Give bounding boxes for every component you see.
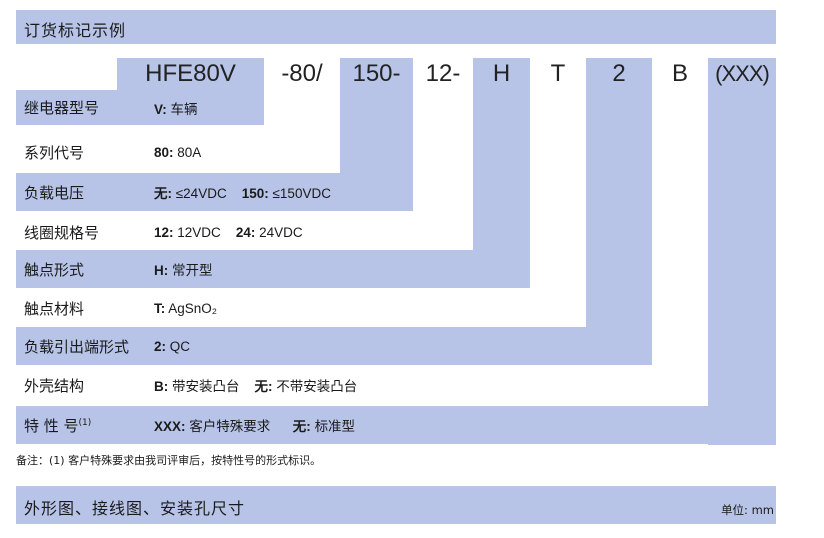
- row-label: 外壳结构: [24, 376, 85, 395]
- code-column-contact-form: [473, 58, 530, 287]
- row-series-code: 系列代号 80: 80A: [16, 133, 340, 171]
- section-title: 外形图、接线图、安装孔尺寸: [24, 499, 246, 518]
- option-text: 客户特殊要求: [189, 419, 271, 434]
- option-text: ≤150VDC: [272, 186, 331, 201]
- option-code: 无:: [254, 379, 273, 394]
- option-code: 12:: [154, 224, 174, 240]
- row-label: 线圈规格号: [24, 223, 100, 242]
- title-bar: 订货标记示例: [16, 10, 776, 44]
- option-text: 常开型: [172, 263, 213, 278]
- option-code: B:: [154, 379, 169, 394]
- row-label: 触点材料: [24, 299, 85, 318]
- option-code: V:: [154, 101, 167, 117]
- code-contact-material: T: [550, 60, 566, 87]
- footnote: 备注：(1) 客户特殊要求由我司评审后，按特性号的形式标识。: [16, 454, 322, 467]
- row-label: 负载电压: [24, 183, 85, 202]
- row-contact-form: 触点形式 H: 常开型: [16, 250, 530, 288]
- option-code: XXX:: [154, 419, 186, 434]
- row-label: 继电器型号: [24, 99, 100, 117]
- option-text: 80A: [177, 144, 202, 160]
- row-label: 触点形式: [24, 260, 85, 279]
- option-text: 车辆: [170, 101, 198, 117]
- code-model: HFE80V: [145, 60, 236, 87]
- option-code: H:: [154, 263, 169, 278]
- option-text: 不带安装凸台: [276, 379, 358, 394]
- row-coil-spec: 线圈规格号 12: 12VDC 24: 24VDC: [16, 213, 473, 251]
- option-code: 2:: [154, 338, 167, 354]
- footnote-mark: (1): [78, 417, 92, 428]
- unit-label: 单位: mm: [721, 503, 774, 517]
- code-voltage: 150-: [352, 60, 401, 87]
- option-code: 无:: [292, 419, 311, 434]
- option-text: ≤24VDC: [175, 186, 227, 201]
- option-code: 无:: [154, 186, 172, 201]
- row-feature-code: 特 性 号(1) XXX: 客户特殊要求 无: 标准型: [16, 406, 776, 444]
- code-column-feature: [708, 58, 776, 445]
- code-feature: (XXX): [715, 61, 770, 86]
- row-label: 负载引出端形式: [24, 337, 130, 356]
- option-text: 24VDC: [259, 224, 303, 240]
- option-text: 标准型: [314, 419, 356, 434]
- code-housing: B: [671, 60, 688, 87]
- code-coil: 12-: [425, 60, 461, 87]
- option-text: 带安装凸台: [172, 379, 240, 394]
- code-series: -80/: [281, 60, 323, 87]
- option-code: T:: [154, 300, 166, 316]
- row-label: 特 性 号(1): [24, 416, 92, 435]
- row-load-voltage: 负载电压 无: ≤24VDC 150: ≤150VDC: [16, 173, 413, 211]
- option-text: 12VDC: [177, 224, 221, 240]
- option-text: QC: [169, 338, 191, 354]
- option-code: 80:: [154, 144, 174, 160]
- section-bar: 外形图、接线图、安装孔尺寸 单位: mm: [16, 486, 776, 524]
- code-contact-form: H: [492, 60, 511, 87]
- row-contact-material: 触点材料 T: AgSnO₂: [16, 289, 586, 327]
- row-label: 系列代号: [24, 143, 85, 162]
- option-text: AgSnO₂: [168, 300, 218, 316]
- row-relay-model: 继电器型号 V: 车辆: [16, 90, 264, 125]
- option-code: 150:: [241, 186, 269, 201]
- page-title: 订货标记示例: [24, 21, 127, 40]
- code-column-terminal: [586, 58, 652, 363]
- row-terminal-form: 负载引出端形式 2: QC: [16, 327, 652, 365]
- option-code: 24:: [235, 224, 256, 240]
- row-housing-structure: 外壳结构 B: 带安装凸台 无: 不带安装凸台: [16, 366, 708, 404]
- code-terminal: 2: [612, 60, 626, 87]
